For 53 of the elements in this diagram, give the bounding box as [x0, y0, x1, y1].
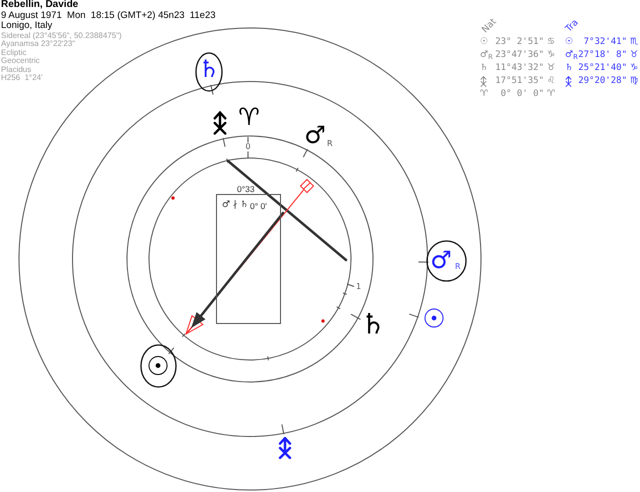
planet-glyph: ☉ — [146, 354, 170, 380]
planet-glyph: ♂$_{R}$ — [565, 49, 577, 62]
glyph-circle — [426, 240, 467, 282]
planet-glyph: ♄ — [480, 62, 490, 75]
chart-setting: H256 1°24' — [1, 73, 43, 82]
planet-glyph: ♂ — [304, 122, 326, 148]
position-value: 11°43'32" — [494, 62, 544, 75]
sign-glyph: ♉ — [546, 62, 556, 75]
birth-place: Lonigo, Italy — [1, 20, 52, 31]
retrograde-mark: R — [455, 263, 461, 271]
position-value: 7°32'41" — [582, 36, 627, 49]
orb-value: 0°33 — [237, 185, 255, 194]
birth-data: 9 August 1971 Mon 18:15 (GMT+2) 45n23 11e23 — [1, 10, 216, 21]
glyph-ellipse — [195, 52, 223, 92]
person-name: Rebellin, Davide — [1, 0, 78, 11]
position-value: 23°47'36" — [494, 49, 544, 62]
retrograde-mark: R — [327, 140, 333, 148]
cusp-number: 1 — [356, 283, 362, 291]
glyph-ellipse — [140, 344, 177, 388]
sign-glyph: ♉ — [629, 49, 638, 62]
chart-setting: Sidereal (23°45'56", 50.2388475") — [1, 31, 122, 40]
sign-glyph: ♈ — [238, 104, 260, 130]
planet-glyph: ☉ — [565, 36, 574, 49]
planet-glyph: ☉ — [480, 36, 490, 49]
position-value: 27°18' 8" — [578, 49, 627, 62]
sign-glyph: ♑ — [629, 62, 638, 75]
planet-glyph: ♄ — [360, 310, 386, 340]
position-value: 25°21'40" — [577, 62, 627, 75]
planet-glyph: ♂ — [430, 246, 452, 274]
orb-value: 0° 0' — [250, 202, 267, 210]
sign-glyph: ♑ — [546, 49, 556, 62]
chart-setting: Ayanamsa 23°22'23" — [1, 39, 76, 48]
planet-glyph: ♄ — [198, 56, 220, 82]
planet-glyph: ♄ — [565, 62, 574, 75]
chart-setting: Ecliptic — [1, 48, 26, 57]
sign-glyph: ♈ — [480, 88, 490, 101]
position-value: 23° 2'51" — [494, 36, 544, 49]
sign-glyph: ♌ — [546, 75, 556, 88]
chart-setting: Placidus — [1, 65, 32, 74]
position-value: 29°20'28" — [577, 75, 627, 88]
sign-glyph: ♋ — [546, 36, 556, 49]
column-heading: Tra — [564, 18, 581, 34]
planet-glyph: ☉ — [422, 306, 446, 334]
position-value: 17°51'35" — [494, 75, 544, 88]
cusp-number: 0 — [245, 143, 251, 151]
sign-glyph: ♈ — [546, 88, 556, 101]
sign-glyph: ♍ — [629, 75, 638, 88]
column-heading: Nat — [481, 18, 499, 36]
planet-glyph: ♂$_{R}$ — [480, 49, 494, 62]
aspect-glyphs: ♂ ∤ ♄ — [222, 201, 248, 210]
sign-glyph: ♏ — [629, 36, 638, 49]
chart-setting: Geocentric — [1, 56, 40, 65]
position-value: 0° 0' 0" — [500, 88, 544, 101]
